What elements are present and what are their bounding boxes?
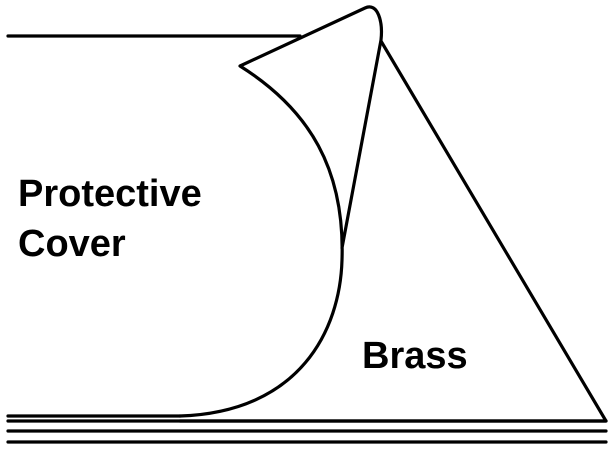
label-cover: Cover <box>18 223 126 265</box>
label-brass: Brass <box>362 335 468 377</box>
label-protective: Protective <box>18 173 202 215</box>
